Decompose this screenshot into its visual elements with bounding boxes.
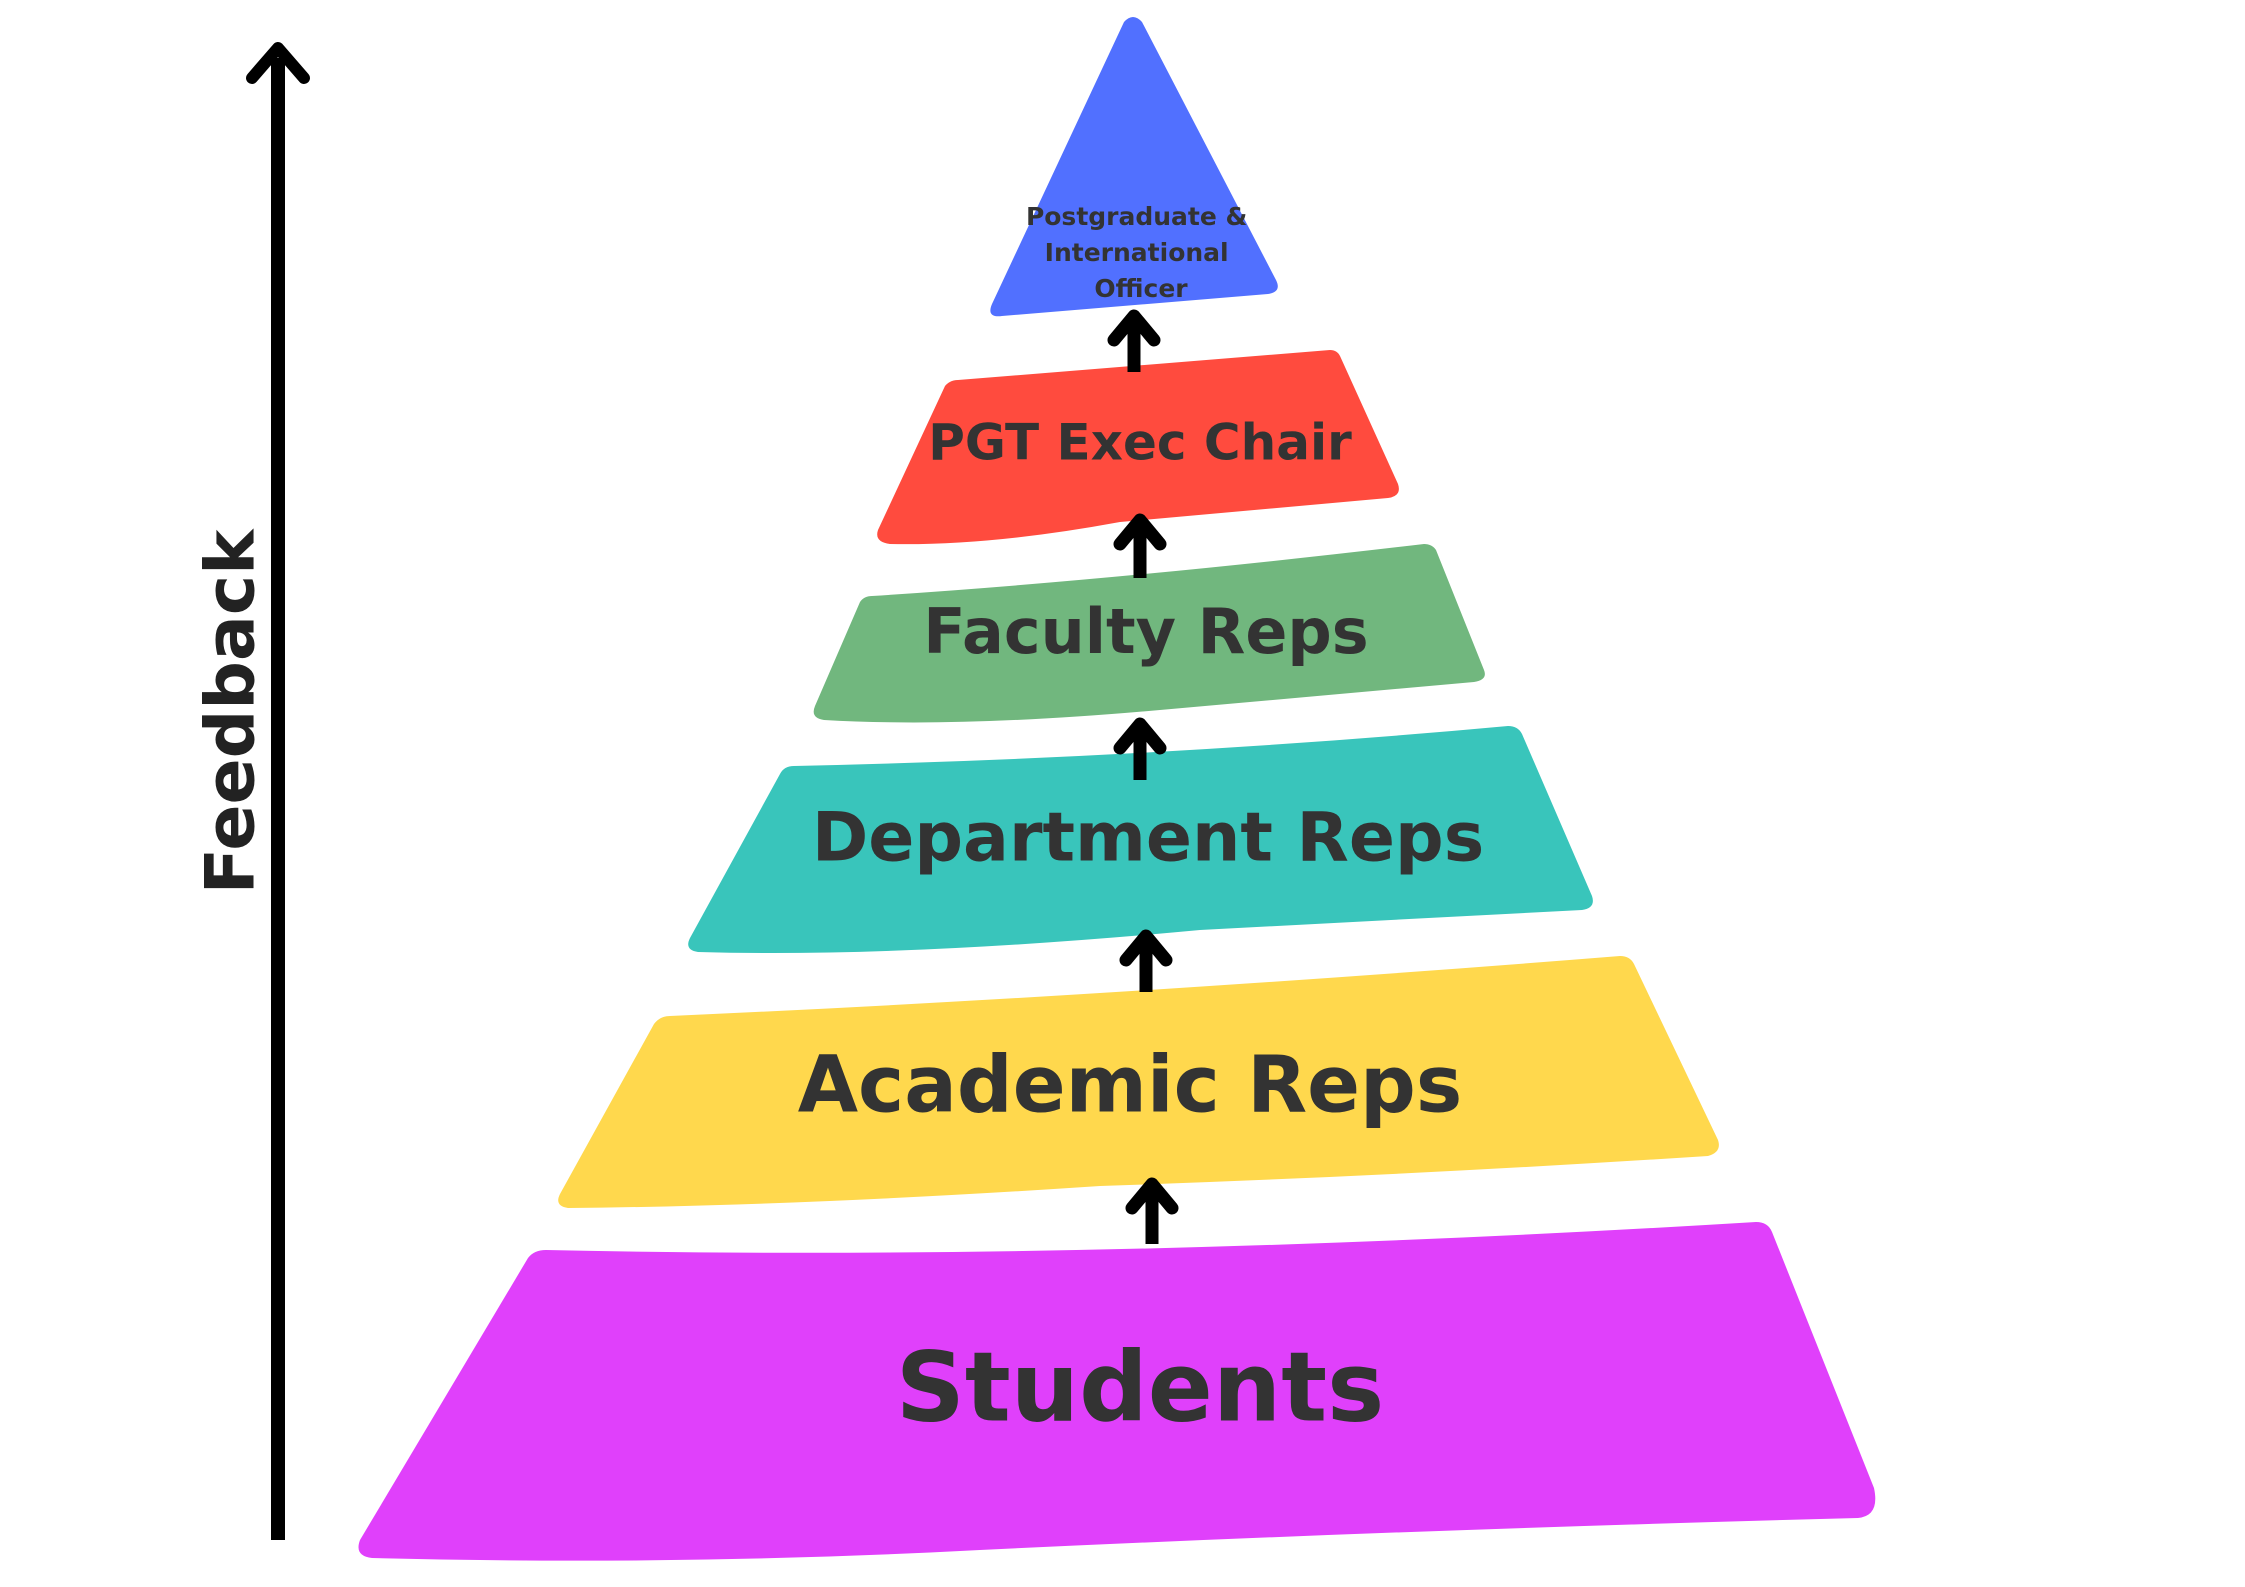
- arrow-faculty: [1113, 717, 1167, 780]
- tier-faculty-label: Faculty Reps: [923, 595, 1368, 668]
- arrow-faculty-head: [1113, 717, 1167, 755]
- arrow-academic: [1125, 1177, 1179, 1244]
- arrow-exec: [1113, 513, 1167, 578]
- tier-department-shape: [688, 726, 1593, 954]
- arrow-department: [1119, 929, 1173, 992]
- tier-department-label: Department Reps: [812, 799, 1484, 878]
- feedback-axis: Feedback: [192, 42, 310, 1540]
- tier-officer-label: Postgraduate & International Officer: [1026, 202, 1256, 303]
- tier-officer-shape: [990, 17, 1278, 317]
- tier-exec-label: PGT Exec Chair: [928, 414, 1352, 472]
- arrow-exec-head: [1113, 513, 1167, 551]
- feedback-axis-arrowhead: [246, 42, 310, 84]
- arrow-department-head: [1119, 929, 1173, 967]
- tier-officer-label-line-1: Postgraduate &: [1026, 202, 1247, 231]
- tier-students-label: Students: [896, 1331, 1385, 1443]
- tier-academic-shape: [558, 956, 1719, 1208]
- tier-department: Department Reps: [688, 726, 1593, 954]
- arrow-academic-head: [1125, 1177, 1179, 1215]
- tier-academic-label: Academic Reps: [798, 1040, 1463, 1130]
- tier-academic: Academic Reps: [558, 956, 1719, 1208]
- feedback-label: Feedback: [192, 528, 271, 894]
- tier-faculty: Faculty Reps: [813, 544, 1485, 723]
- tier-exec: PGT Exec Chair: [877, 350, 1399, 545]
- arrow-officer: [1107, 309, 1161, 372]
- tier-officer-label-line-3: Officer: [1094, 274, 1188, 303]
- arrow-officer-head: [1107, 309, 1161, 347]
- tier-students-shape: [358, 1222, 1876, 1561]
- tier-officer: Postgraduate & International Officer: [990, 17, 1278, 317]
- tier-faculty-shape: [813, 544, 1485, 723]
- tier-exec-shape: [877, 350, 1399, 545]
- tier-students: Students: [358, 1222, 1876, 1561]
- tier-officer-label-line-2: International: [1045, 238, 1229, 267]
